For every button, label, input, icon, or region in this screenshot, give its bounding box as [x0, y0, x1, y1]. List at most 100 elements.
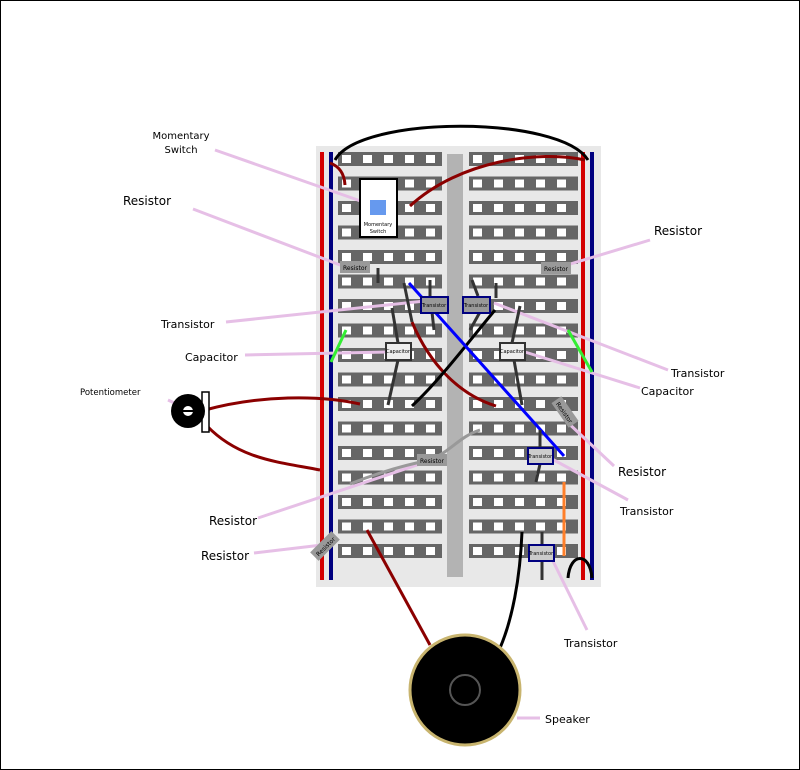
breadboard-hole: [426, 424, 435, 433]
breadboard-hole: [342, 547, 351, 555]
breadboard-hole: [494, 424, 503, 433]
breadboard-hole: [384, 547, 393, 555]
resistor-part-label: Resistor: [343, 265, 368, 272]
breadboard-hole: [405, 326, 414, 335]
breadboard-hole: [342, 522, 351, 531]
capacitor-right-part: Capacitor: [499, 342, 526, 361]
transistor-part-label: Transistor: [528, 551, 554, 557]
breadboard-hole: [515, 253, 524, 261]
breadboard-hole: [384, 473, 393, 482]
breadboard-hole: [342, 155, 351, 163]
breadboard-hole: [557, 302, 566, 310]
wire-darkred-pot-rail: [205, 424, 321, 472]
center-divider: [447, 154, 463, 577]
label-resistor-top-left: Resistor: [123, 194, 171, 208]
breadboard-hole: [363, 375, 372, 384]
resistor-part-label: Resistor: [544, 266, 569, 273]
breadboard-hole: [536, 326, 545, 335]
breadboard-hole: [426, 547, 435, 555]
breadboard-hole: [557, 498, 566, 506]
breadboard-hole: [557, 473, 566, 482]
label-capacitor-left: Capacitor: [185, 351, 238, 364]
breadboard-hole: [536, 400, 545, 408]
breadboard-hole: [342, 473, 351, 482]
breadboard-hole: [342, 204, 351, 212]
breadboard-hole: [557, 155, 566, 163]
breadboard-hole: [473, 204, 482, 212]
breadboard-hole: [363, 277, 372, 286]
breadboard-hole: [536, 473, 545, 482]
breadboard-hole: [405, 547, 414, 555]
capacitor-part-label: Capacitor: [500, 349, 525, 355]
breadboard-hole: [536, 302, 545, 310]
breadboard-hole: [426, 155, 435, 163]
breadboard-hole: [536, 253, 545, 261]
label-momentary-switch-2: Switch: [164, 145, 197, 156]
breadboard-hole: [536, 155, 545, 163]
breadboard-hole: [473, 547, 482, 555]
transistor-part-label: Transistor: [463, 303, 489, 309]
breadboard-hole: [363, 498, 372, 506]
breadboard-hole: [473, 228, 482, 237]
breadboard-hole: [363, 424, 372, 433]
breadboard-hole: [494, 522, 503, 531]
breadboard-hole: [536, 277, 545, 286]
breadboard-hole: [426, 228, 435, 237]
switch-button: [370, 200, 386, 215]
breadboard-hole: [515, 400, 524, 408]
breadboard-hole: [426, 522, 435, 531]
breadboard-hole: [536, 179, 545, 188]
transistor-part-label: Transistor: [421, 303, 447, 309]
breadboard-hole: [536, 375, 545, 384]
breadboard-hole: [536, 228, 545, 237]
capacitor-part-label: Capacitor: [386, 349, 411, 355]
breadboard-hole: [405, 375, 414, 384]
breadboard-hole: [342, 302, 351, 310]
label-transistor-left: Transistor: [160, 318, 215, 331]
breadboard-hole: [473, 155, 482, 163]
breadboard-hole: [473, 400, 482, 408]
breadboard-hole: [515, 424, 524, 433]
breadboard-hole: [342, 498, 351, 506]
breadboard-hole: [384, 253, 393, 261]
breadboard-hole: [536, 498, 545, 506]
breadboard-hole: [494, 351, 503, 359]
breadboard-hole: [384, 326, 393, 335]
label-speaker: Speaker: [545, 713, 590, 726]
wire-black-cross: [410, 309, 497, 408]
breadboard-hole: [557, 351, 566, 359]
resistor-part-label: Resistor: [420, 458, 445, 465]
breadboard-hole: [426, 179, 435, 188]
breadboard-hole: [494, 277, 503, 286]
breadboard-hole: [405, 522, 414, 531]
breadboard-hole: [384, 155, 393, 163]
breadboard-hole: [473, 277, 482, 286]
label-resistor-bottom-left-2: Resistor: [201, 549, 249, 563]
breadboard-hole: [515, 179, 524, 188]
breadboard-hole: [384, 522, 393, 531]
capacitor-left-part: Capacitor: [385, 342, 412, 361]
breadboard-hole: [405, 277, 414, 286]
breadboard-hole: [494, 253, 503, 261]
breadboard-hole: [405, 449, 414, 457]
breadboard-hole: [473, 498, 482, 506]
momentary-switch: Momentary Switch: [359, 178, 398, 238]
breadboard-hole: [494, 204, 503, 212]
wire-darkred-pot: [204, 396, 361, 412]
breadboard-hole: [515, 498, 524, 506]
breadboard-hole: [515, 277, 524, 286]
breadboard-hole: [515, 449, 524, 457]
potentiometer-part: [171, 391, 210, 433]
breadboard-hole: [557, 204, 566, 212]
breadboard-hole: [342, 228, 351, 237]
breadboard-hole: [384, 375, 393, 384]
breadboard-hole: [515, 473, 524, 482]
breadboard-hole: [342, 179, 351, 188]
breadboard-hole: [515, 228, 524, 237]
breadboard-hole: [384, 424, 393, 433]
breadboard-hole: [405, 155, 414, 163]
breadboard-hole: [473, 473, 482, 482]
breadboard-hole: [405, 400, 414, 408]
breadboard-hole: [342, 253, 351, 261]
